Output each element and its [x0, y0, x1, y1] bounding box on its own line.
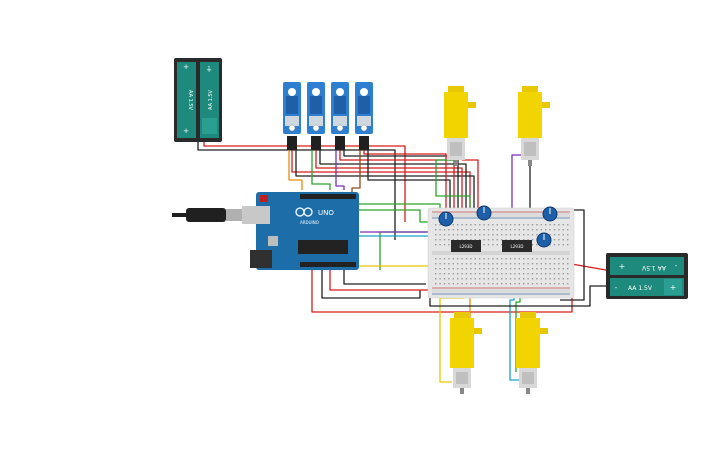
battery1-plus-top: +: [183, 63, 189, 71]
battery1-minus-top: -: [208, 63, 211, 71]
arduino-brand-label: ARDUINO: [300, 220, 319, 225]
servo-4[interactable]: [355, 82, 373, 150]
wire-battery1-red[interactable]: [203, 141, 406, 222]
wire-servo4-black[interactable]: [367, 150, 451, 222]
servo-motors: [283, 82, 373, 150]
dc-motor-top-left[interactable]: [444, 86, 476, 166]
wire-servo2-green[interactable]: [311, 150, 331, 190]
battery-pack-2[interactable]: AA 1.5V AA 1.5V + - - +: [606, 253, 688, 299]
wire-black-bottom-1[interactable]: [321, 270, 421, 299]
wire-servo2-red[interactable]: [315, 150, 463, 222]
wire-green-3[interactable]: [379, 231, 431, 270]
wire-servo4-red[interactable]: [363, 150, 447, 222]
battery-pack-1[interactable]: AA 1.5V AA 1.5V + + - +: [174, 58, 222, 142]
dc-motor-bottom-left[interactable]: [450, 312, 482, 394]
wire-servo1-orange[interactable]: [288, 150, 303, 190]
wire-motor2-purple[interactable]: [511, 154, 524, 214]
wire-red-bottom-2[interactable]: [329, 270, 433, 291]
dc-motor-top-right[interactable]: [518, 86, 550, 166]
dc-motors: [444, 86, 550, 394]
battery2-cell2-label: AA 1.5V: [628, 285, 653, 292]
usb-cable[interactable]: [172, 208, 242, 222]
battery2-plus-top: +: [619, 262, 626, 271]
battery1-cell1-label: AA 1.5V: [187, 90, 193, 111]
battery2-minus-top: -: [675, 262, 678, 270]
driver-chip-2[interactable]: L293D: [502, 240, 532, 252]
driver-chip-1-label: L293D: [460, 244, 473, 249]
battery2-cell1-label: AA 1.5V: [641, 264, 666, 271]
arduino-board-label: UNO: [318, 209, 334, 217]
arduino-uno[interactable]: UNO ARDUINO: [242, 192, 359, 270]
wire-servo3-purple[interactable]: [335, 150, 345, 190]
potentiometers: [438, 205, 558, 248]
battery1-plus-bottom: +: [183, 127, 189, 135]
wire-servo2-black[interactable]: [319, 150, 467, 222]
dc-motor-bottom-right[interactable]: [516, 312, 548, 394]
servo-1[interactable]: [283, 82, 301, 150]
potentiometer-3[interactable]: [542, 206, 558, 222]
wire-battery2-black[interactable]: [429, 285, 606, 307]
wire-motor1-red[interactable]: [462, 159, 479, 214]
wire-servo1-black[interactable]: [295, 150, 475, 222]
battery1-cell2-label: AA 1.5V: [208, 89, 214, 110]
servo-2[interactable]: [307, 82, 325, 150]
potentiometer-2[interactable]: [476, 205, 492, 221]
battery2-minus-bottom: -: [615, 284, 618, 292]
battery2-plus-bottom: +: [670, 283, 677, 292]
wire-motor1-green[interactable]: [435, 159, 471, 214]
wire-servo3-black[interactable]: [343, 150, 459, 222]
driver-chip-1[interactable]: L293D: [451, 240, 481, 252]
wire-red-bottom-1[interactable]: [311, 270, 573, 313]
battery1-plus-cell2: +: [206, 66, 212, 74]
wire-black-bottom-2[interactable]: [343, 270, 426, 285]
wire-servo3-red[interactable]: [339, 150, 455, 222]
wire-servo4-brown[interactable]: [351, 150, 361, 196]
potentiometer-4[interactable]: [536, 232, 552, 248]
potentiometer-1[interactable]: [438, 211, 454, 227]
driver-chip-2-label: L293D: [511, 244, 524, 249]
servo-3[interactable]: [331, 82, 349, 150]
